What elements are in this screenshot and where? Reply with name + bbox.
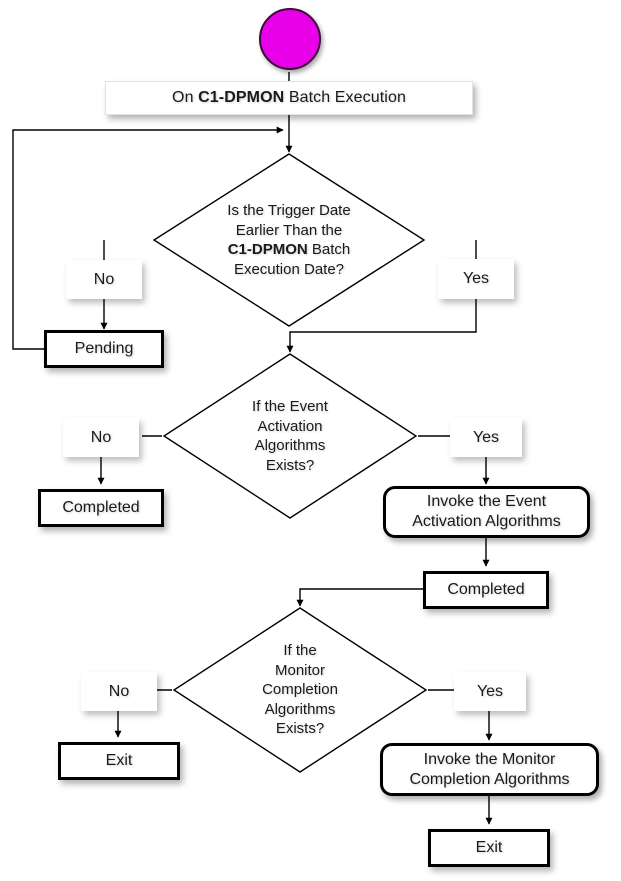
branch-label-text: No bbox=[93, 270, 115, 288]
node-invoke-event-activation-text: Invoke the Event Activation Algorithms bbox=[412, 492, 561, 531]
decision-line-1: If the bbox=[283, 642, 317, 660]
node-pending[interactable]: Pending bbox=[44, 330, 164, 368]
branch-label-text: Yes bbox=[476, 682, 504, 700]
start-node-circle[interactable] bbox=[259, 8, 321, 70]
branch-label-text: Yes bbox=[472, 428, 500, 446]
decision-event-activation-label: If the Event Activation Algorithms Exist… bbox=[162, 352, 418, 520]
decision-line-4: Algorithms bbox=[264, 700, 336, 718]
diamond-shape-event-activation bbox=[162, 353, 418, 519]
node-completed-label: Completed bbox=[62, 499, 140, 516]
branch-label-no-trigger-date[interactable]: No bbox=[66, 260, 142, 299]
node-invoke-event-activation-algorithms[interactable]: Invoke the Event Activation Algorithms bbox=[383, 486, 590, 538]
node-exit-final[interactable]: Exit bbox=[428, 829, 550, 867]
branch-label-no-event-activation[interactable]: No bbox=[63, 418, 139, 457]
node-invoke-monitor-completion-algorithms[interactable]: Invoke the Monitor Completion Algorithms bbox=[380, 743, 599, 796]
decision-line-1: Is the Trigger Date bbox=[227, 202, 351, 219]
decision-line-3: Completion bbox=[262, 681, 338, 699]
decision-line-3: C1-DPMON Batch bbox=[227, 240, 351, 260]
node-completed-after-event[interactable]: Completed bbox=[423, 571, 549, 609]
branch-label-text: No bbox=[90, 428, 112, 446]
decision-monitor-completion-label: If the Monitor Completion Algorithms Exi… bbox=[172, 606, 428, 774]
decision-line-1: If the Event bbox=[252, 398, 328, 415]
decision-line-4: Exists? bbox=[265, 456, 315, 474]
decision-line-2: Activation bbox=[257, 417, 323, 435]
branch-label-text: No bbox=[108, 682, 130, 700]
banner-text: On C1-DPMON Batch Execution bbox=[172, 89, 406, 107]
node-exit-no-branch[interactable]: Exit bbox=[58, 742, 180, 780]
invoke-monitor-line-1: Invoke the Monitor bbox=[423, 750, 556, 768]
decision-line-3-rest: Batch bbox=[307, 241, 351, 258]
diamond-shape-monitor-completion bbox=[172, 607, 428, 773]
node-completed-no-branch[interactable]: Completed bbox=[38, 489, 164, 527]
decision-line-2: Monitor bbox=[274, 661, 326, 679]
decision-event-activation[interactable]: If the Event Activation Algorithms Exist… bbox=[162, 352, 418, 520]
banner-prefix: On bbox=[172, 89, 199, 106]
decision-line-5: Exists? bbox=[275, 720, 325, 738]
invoke-event-line-2: Activation Algorithms bbox=[412, 513, 561, 530]
node-exit-label: Exit bbox=[105, 752, 133, 769]
branch-label-yes-trigger-date[interactable]: Yes bbox=[438, 259, 514, 299]
decision-line-2: Earlier Than the bbox=[235, 221, 343, 239]
banner-suffix: Batch Execution bbox=[284, 89, 406, 106]
node-completed-label: Completed bbox=[447, 581, 525, 598]
decision-trigger-date[interactable]: Is the Trigger Date Earlier Than the C1-… bbox=[152, 152, 426, 328]
invoke-monitor-line-2: Completion Algorithms bbox=[409, 770, 570, 788]
node-exit-label: Exit bbox=[475, 839, 503, 856]
invoke-event-line-1: Invoke the Event bbox=[426, 493, 547, 511]
decision-line-4: Execution Date? bbox=[233, 260, 345, 278]
diamond-shape-trigger-date bbox=[152, 153, 426, 327]
decision-line-3-bold: C1-DPMON bbox=[227, 241, 308, 258]
decision-trigger-date-label: Is the Trigger Date Earlier Than the C1-… bbox=[152, 152, 426, 328]
node-pending-label: Pending bbox=[74, 340, 134, 357]
decision-monitor-completion[interactable]: If the Monitor Completion Algorithms Exi… bbox=[172, 606, 428, 774]
branch-label-yes-event-activation[interactable]: Yes bbox=[450, 418, 522, 457]
node-invoke-monitor-text: Invoke the Monitor Completion Algorithms bbox=[409, 750, 569, 789]
banner-batch-execution[interactable]: On C1-DPMON Batch Execution bbox=[105, 81, 473, 115]
branch-label-no-monitor-completion[interactable]: No bbox=[81, 672, 157, 711]
branch-label-text: Yes bbox=[462, 270, 490, 287]
branch-label-yes-monitor-completion[interactable]: Yes bbox=[454, 672, 526, 711]
decision-line-3: Algorithms bbox=[254, 437, 326, 454]
banner-emphasis: C1-DPMON bbox=[198, 89, 285, 106]
